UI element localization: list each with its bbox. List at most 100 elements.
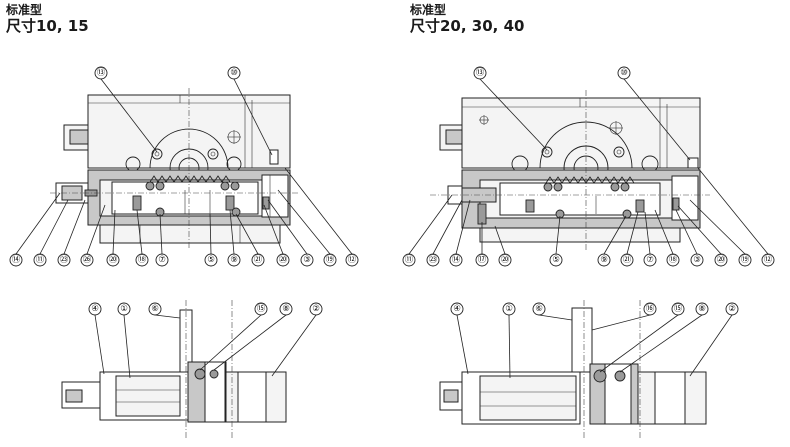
svg-text:⑤: ⑤ bbox=[552, 255, 560, 265]
svg-text:⑥: ⑥ bbox=[151, 304, 159, 314]
svg-text:㉓: ㉓ bbox=[60, 255, 69, 265]
callout-4: ④ bbox=[88, 302, 102, 316]
callout-9: ⑨ bbox=[227, 253, 241, 267]
callouts-left-top: ⑬ ⑩ ⑭ ⑪ ㉓ ㉖ ⑳ ⑱ ⑦ ⑤ ⑨ ㉑ ⑳ ③ ⑲ ⑫ bbox=[9, 66, 359, 267]
svg-text:⑩: ⑩ bbox=[620, 68, 628, 78]
svg-text:⑭: ⑭ bbox=[12, 255, 21, 265]
callout-15: ⑮ bbox=[254, 302, 268, 316]
callout-20: ⑳ bbox=[498, 253, 512, 267]
callout-18: ⑱ bbox=[666, 253, 680, 267]
callout-13: ⑬ bbox=[94, 66, 108, 80]
callout-4: ④ bbox=[450, 302, 464, 316]
svg-text:①: ① bbox=[505, 304, 513, 314]
svg-text:⑳: ⑳ bbox=[279, 255, 288, 265]
svg-text:⑭: ⑭ bbox=[452, 255, 461, 265]
callout-6: ⑥ bbox=[532, 302, 546, 316]
svg-text:⑰: ⑰ bbox=[478, 255, 487, 265]
svg-text:㉑: ㉑ bbox=[623, 255, 632, 265]
callout-8: ⑧ bbox=[695, 302, 709, 316]
svg-text:⑳: ⑳ bbox=[501, 255, 510, 265]
svg-text:⑫: ⑫ bbox=[764, 255, 773, 265]
svg-text:⑳: ⑳ bbox=[717, 255, 726, 265]
callout-17: ⑰ bbox=[475, 253, 489, 267]
svg-text:⑱: ⑱ bbox=[138, 255, 147, 265]
callout-12: ⑫ bbox=[345, 253, 359, 267]
callouts-right-bottom: ④ ① ⑥ ⑯ ⑮ ⑧ ② bbox=[450, 302, 739, 316]
left-bottom-leaders bbox=[94, 314, 317, 379]
svg-text:⑨: ⑨ bbox=[600, 255, 608, 265]
callout-19: ⑲ bbox=[323, 253, 337, 267]
callout-8: ⑧ bbox=[279, 302, 293, 316]
callout-5: ⑤ bbox=[549, 253, 563, 267]
svg-text:⑦: ⑦ bbox=[646, 255, 654, 265]
svg-text:⑬: ⑬ bbox=[476, 68, 485, 78]
callout-26: ㉖ bbox=[80, 253, 94, 267]
callout-19: ⑲ bbox=[738, 253, 752, 267]
svg-text:⑦: ⑦ bbox=[158, 255, 166, 265]
left-bottom-view bbox=[61, 300, 287, 440]
svg-text:㉑: ㉑ bbox=[254, 255, 263, 265]
svg-text:⑲: ⑲ bbox=[326, 255, 335, 265]
svg-text:⑤: ⑤ bbox=[207, 255, 215, 265]
callout-1: ① bbox=[117, 302, 131, 316]
callout-9: ⑨ bbox=[597, 253, 611, 267]
callout-3: ③ bbox=[690, 253, 704, 267]
callout-23: ㉓ bbox=[57, 253, 71, 267]
svg-text:⑪: ⑪ bbox=[405, 255, 414, 265]
svg-text:㉓: ㉓ bbox=[429, 255, 438, 265]
callout-16: ⑯ bbox=[643, 302, 657, 316]
callout-20: ⑳ bbox=[106, 253, 120, 267]
callout-3: ③ bbox=[300, 253, 314, 267]
svg-text:③: ③ bbox=[303, 255, 311, 265]
svg-text:④: ④ bbox=[91, 304, 99, 314]
right-bottom-leaders bbox=[456, 314, 733, 379]
svg-text:②: ② bbox=[728, 304, 736, 314]
callout-21: ㉑ bbox=[251, 253, 265, 267]
callouts-right-top: ⑬ ⑩ ⑪ ㉓ ⑭ ⑰ ⑳ ⑤ ⑨ ㉑ ⑦ ⑱ ③ ⑳ ⑲ ⑫ bbox=[402, 66, 775, 267]
svg-text:⑲: ⑲ bbox=[741, 255, 750, 265]
svg-text:⑧: ⑧ bbox=[282, 304, 290, 314]
callout-10: ⑩ bbox=[617, 66, 631, 80]
right-top-view bbox=[430, 90, 710, 250]
callout-12: ⑫ bbox=[761, 253, 775, 267]
callout-5: ⑤ bbox=[204, 253, 218, 267]
callout-15: ⑮ bbox=[671, 302, 685, 316]
svg-text:⑳: ⑳ bbox=[109, 255, 118, 265]
svg-text:⑪: ⑪ bbox=[36, 255, 45, 265]
svg-text:②: ② bbox=[312, 304, 320, 314]
callouts-left-bottom: ④ ① ⑥ ⑮ ⑧ ② bbox=[88, 302, 323, 316]
svg-text:⑯: ⑯ bbox=[646, 304, 655, 314]
svg-text:⑮: ⑮ bbox=[674, 304, 683, 314]
right-bottom-view bbox=[439, 300, 707, 440]
callout-2: ② bbox=[309, 302, 323, 316]
svg-text:⑬: ⑬ bbox=[97, 68, 106, 78]
svg-text:⑨: ⑨ bbox=[230, 255, 238, 265]
svg-text:③: ③ bbox=[693, 255, 701, 265]
type-label-right: 标准型 bbox=[410, 3, 447, 17]
callout-6: ⑥ bbox=[148, 302, 162, 316]
heading-left: 标准型 尺寸10, 15 bbox=[6, 3, 89, 35]
callout-20: ⑳ bbox=[276, 253, 290, 267]
svg-text:①: ① bbox=[120, 304, 128, 314]
callout-20: ⑳ bbox=[714, 253, 728, 267]
right-top-leaders bbox=[408, 78, 769, 255]
callout-10: ⑩ bbox=[227, 66, 241, 80]
svg-text:⑫: ⑫ bbox=[348, 255, 357, 265]
svg-text:⑮: ⑮ bbox=[257, 304, 266, 314]
left-top-view bbox=[50, 88, 300, 250]
svg-text:⑩: ⑩ bbox=[230, 68, 238, 78]
callout-1: ① bbox=[502, 302, 516, 316]
svg-text:⑥: ⑥ bbox=[535, 304, 543, 314]
callout-14: ⑭ bbox=[449, 253, 463, 267]
callout-21: ㉑ bbox=[620, 253, 634, 267]
svg-text:⑱: ⑱ bbox=[669, 255, 678, 265]
callout-7: ⑦ bbox=[155, 253, 169, 267]
callout-13: ⑬ bbox=[473, 66, 487, 80]
callout-18: ⑱ bbox=[135, 253, 149, 267]
callout-11: ⑪ bbox=[33, 253, 47, 267]
svg-text:⑧: ⑧ bbox=[698, 304, 706, 314]
svg-text:④: ④ bbox=[453, 304, 461, 314]
left-top-leaders bbox=[15, 78, 353, 255]
callout-23: ㉓ bbox=[426, 253, 440, 267]
type-label-left: 标准型 bbox=[6, 3, 43, 17]
